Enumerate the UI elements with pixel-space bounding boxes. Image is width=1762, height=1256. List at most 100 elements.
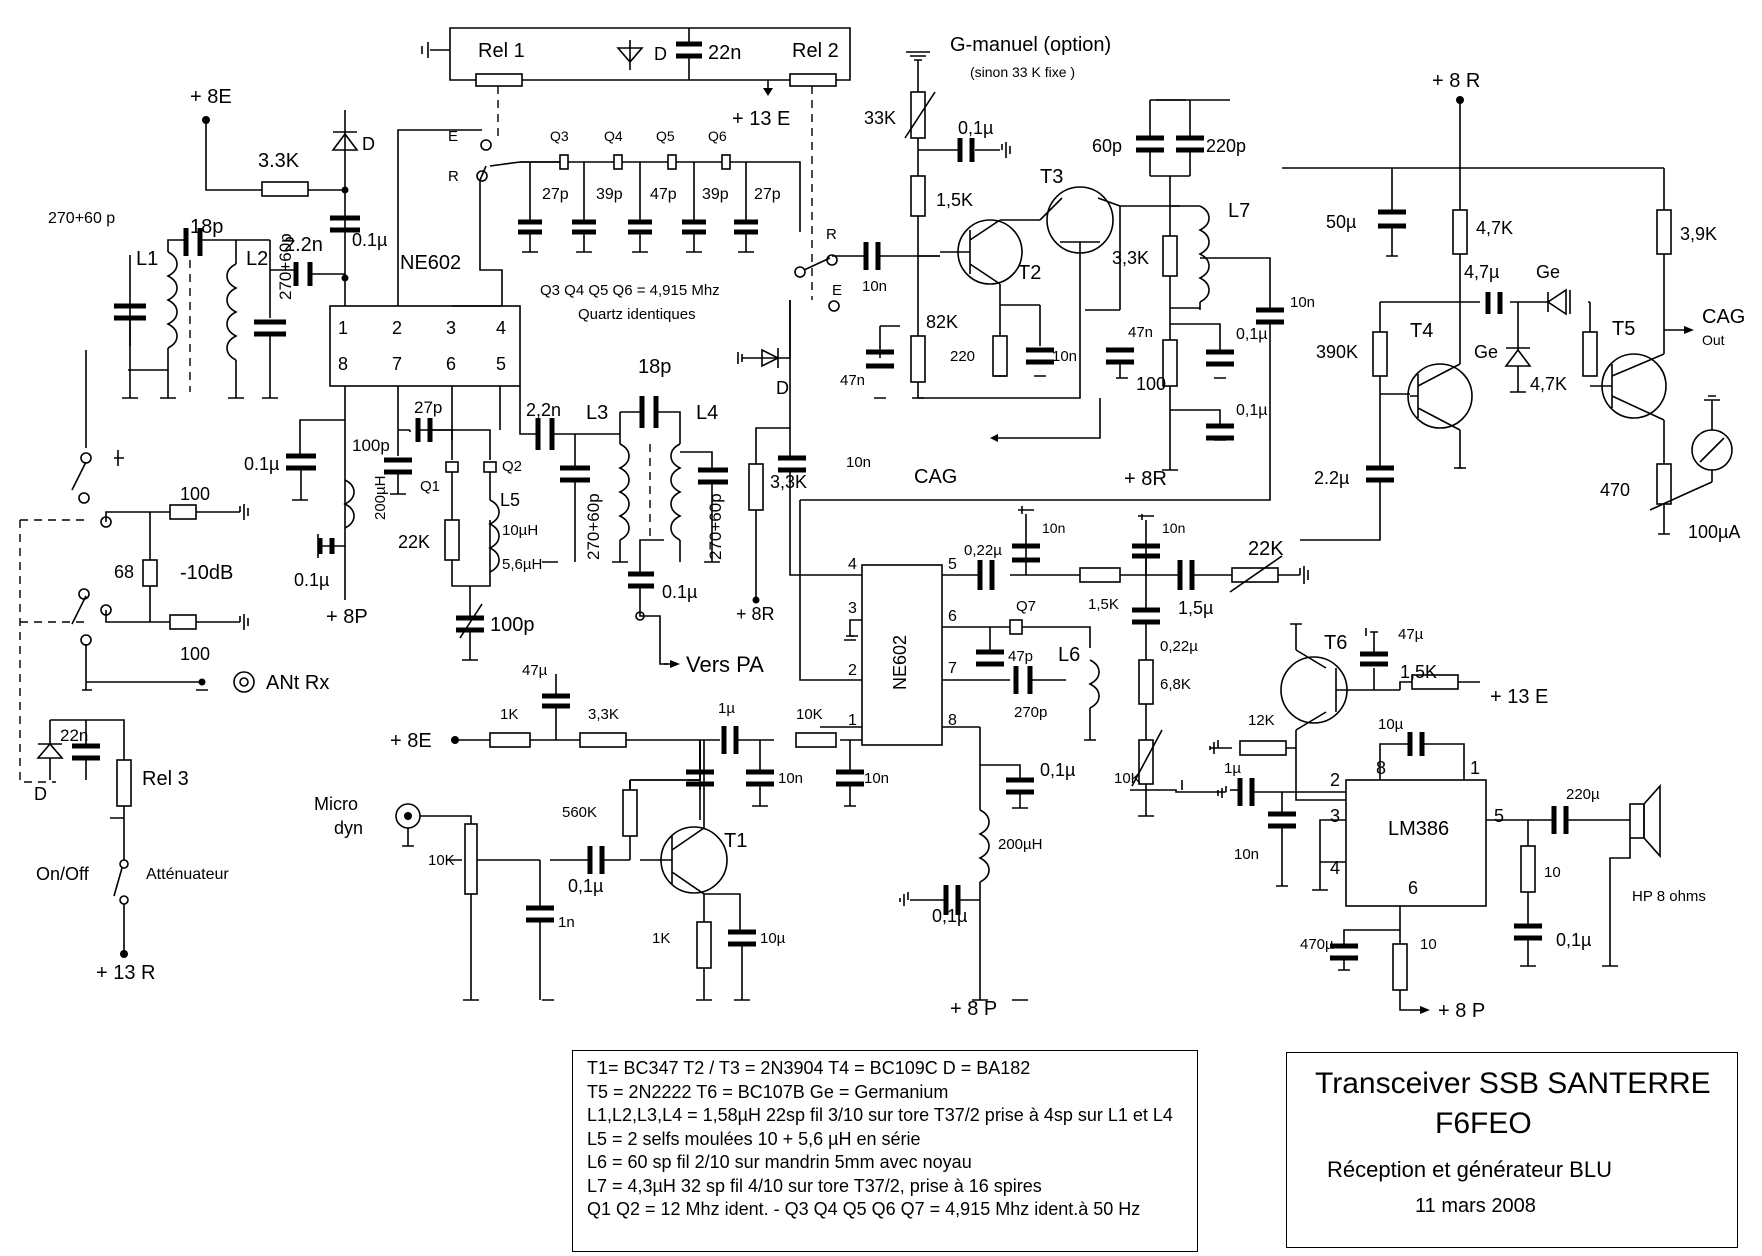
label-c01-h: 0,1µ (1236, 326, 1268, 343)
label-c01-e: 0,1µ (1040, 760, 1076, 780)
label-r100-b: 100 (1136, 374, 1167, 394)
label-l3: L3 (586, 402, 609, 424)
label-c10n-d: 10n (846, 454, 872, 471)
label-r15k-b: 1,5K (1088, 596, 1119, 613)
label-l7: L7 (1228, 200, 1251, 222)
label-c022-b: 0,22µ (1160, 638, 1198, 655)
label-q5: Q5 (656, 128, 675, 144)
label-c22n-top: 22n (708, 42, 742, 64)
label-r22k-b: 22K (1248, 538, 1284, 560)
label-t3: T3 (1040, 166, 1064, 188)
label-c10n-a: 10n (862, 278, 888, 295)
label-q1: Q1 (420, 478, 441, 495)
label-c60p: 60p (1092, 136, 1123, 156)
label-vers-pa: Vers PA (686, 652, 764, 677)
label-c100p: 100p (352, 436, 390, 455)
label-ne602-1: NE602 (400, 252, 462, 274)
label-r560k: 560K (562, 804, 598, 821)
label-pin2: 2 (392, 318, 403, 338)
label-att10: -10dB (180, 562, 234, 584)
label-c47n-b: 47n (1128, 324, 1154, 341)
r33k (261, 181, 309, 197)
label-c10n-f: 10n (1162, 520, 1186, 536)
label-c15u: 1,5µ (1178, 598, 1214, 618)
label-r68: 68 (114, 562, 135, 582)
label-c01-j: 0,1µ (1556, 930, 1592, 950)
label-lm386: LM386 (1388, 818, 1450, 840)
label-e1: E (448, 128, 459, 145)
label-pin5: 5 (496, 354, 507, 374)
label-q2: Q2 (502, 458, 523, 475)
component-notes: T1= BC347 T2 / T3 = 2N3904 T4 = BC109C D… (572, 1050, 1198, 1252)
label-r10k: 10K (796, 706, 823, 723)
label-c47u: 4,7µ (1464, 262, 1500, 282)
label-r1k: 1K (500, 706, 519, 723)
label-e2: E (832, 282, 843, 299)
label-c270-60-c: 270+60p (706, 493, 725, 560)
label-quartz2: Quartz identiques (578, 306, 696, 323)
label-n4: 4 (848, 556, 857, 573)
label-l1: L1 (136, 248, 159, 270)
label-r33kpot: 33K (864, 108, 897, 128)
label-n7: 7 (948, 660, 957, 677)
label-attenuateur: Atténuateur (146, 866, 229, 883)
label-r33k-d: 3,3K (588, 706, 619, 723)
label-quartz1: Q3 Q4 Q5 Q6 = 4,915 Mhz (540, 282, 720, 299)
label-n5: 5 (948, 556, 957, 573)
label-c270p: 270p (1014, 704, 1048, 721)
label-c01-b: 0.1µ (244, 454, 280, 474)
label-r12k: 12K (1248, 712, 1275, 729)
label-t4: T4 (1410, 320, 1434, 342)
label-l8pin: 8 (1376, 758, 1387, 778)
label-p8p-b: + 8 P (950, 998, 998, 1020)
label-c10n-i: 10n (1234, 846, 1260, 863)
label-r47k-b: 4,7K (1530, 374, 1568, 394)
title-main: Transceiver SSB SANTERRE (1315, 1067, 1711, 1100)
label-c47n-a: 47n (840, 372, 866, 389)
lm386 (1345, 779, 1487, 907)
label-c47p-b: 47p (1008, 648, 1034, 665)
label-d1: D (362, 134, 375, 154)
label-r1: R (448, 168, 459, 185)
label-r10k-pot: 10K (428, 852, 455, 869)
label-r470: 470 (1600, 480, 1631, 500)
label-c01-d: 0.1µ (662, 582, 698, 602)
label-rel1: Rel 1 (478, 40, 525, 62)
label-p8e-b: + 8E (390, 730, 432, 752)
label-r15k-c: 1,5K (1400, 662, 1438, 682)
label-c47u-c: 47µ (1398, 626, 1424, 643)
label-gman: G-manuel (option) (950, 34, 1112, 56)
label-r33k-b: 3,3K (1112, 248, 1150, 268)
label-pin1: 1 (338, 318, 349, 338)
label-l2pin: 2 (1330, 770, 1341, 790)
note-line: T1= BC347 T2 / T3 = 2N3904 T4 = BC109C D… (587, 1058, 1031, 1078)
rel1-coil (475, 73, 523, 87)
label-c470u: 470µ (1300, 936, 1334, 953)
label-l5: L5 (500, 490, 521, 510)
note-line: L1,L2,L3,L4 = 1,58µH 22sp fil 3/10 sur t… (587, 1105, 1173, 1125)
label-onoff: On/Off (36, 864, 89, 884)
label-cap270: 270+60 p (48, 210, 116, 227)
label-pin8: 8 (338, 354, 349, 374)
label-c100p-b: 100p (490, 614, 535, 636)
label-l4pin: 4 (1330, 858, 1341, 878)
label-p8r-c: + 8 R (1432, 70, 1481, 92)
label-c27a: 27p (542, 186, 569, 203)
label-c270-60-b: 270+60p (584, 493, 603, 560)
label-c18p-a: 18p (190, 216, 224, 238)
label-t5: T5 (1612, 318, 1636, 340)
label-r68k: 6,8K (1160, 676, 1191, 693)
label-c01-f: 0,1µ (568, 876, 604, 896)
label-c01-g: 0,1µ (958, 118, 994, 138)
label-sinon: (sinon 33 K fixe ) (970, 64, 1076, 80)
label-c01-c: 0.1µ (294, 570, 330, 590)
label-r10-b: 10 (1420, 936, 1437, 953)
label-r1k-b: 1K (652, 930, 671, 947)
label-ne602-2: NE602 (890, 634, 910, 690)
note-line: Q1 Q2 = 12 Mhz ident. - Q3 Q4 Q5 Q6 Q7 =… (587, 1199, 1141, 1219)
label-c47a: 47p (650, 186, 677, 203)
label-c01-1: 0.1µ (352, 230, 388, 250)
label-dyn: dyn (334, 818, 364, 838)
ne602-2 (861, 564, 943, 746)
